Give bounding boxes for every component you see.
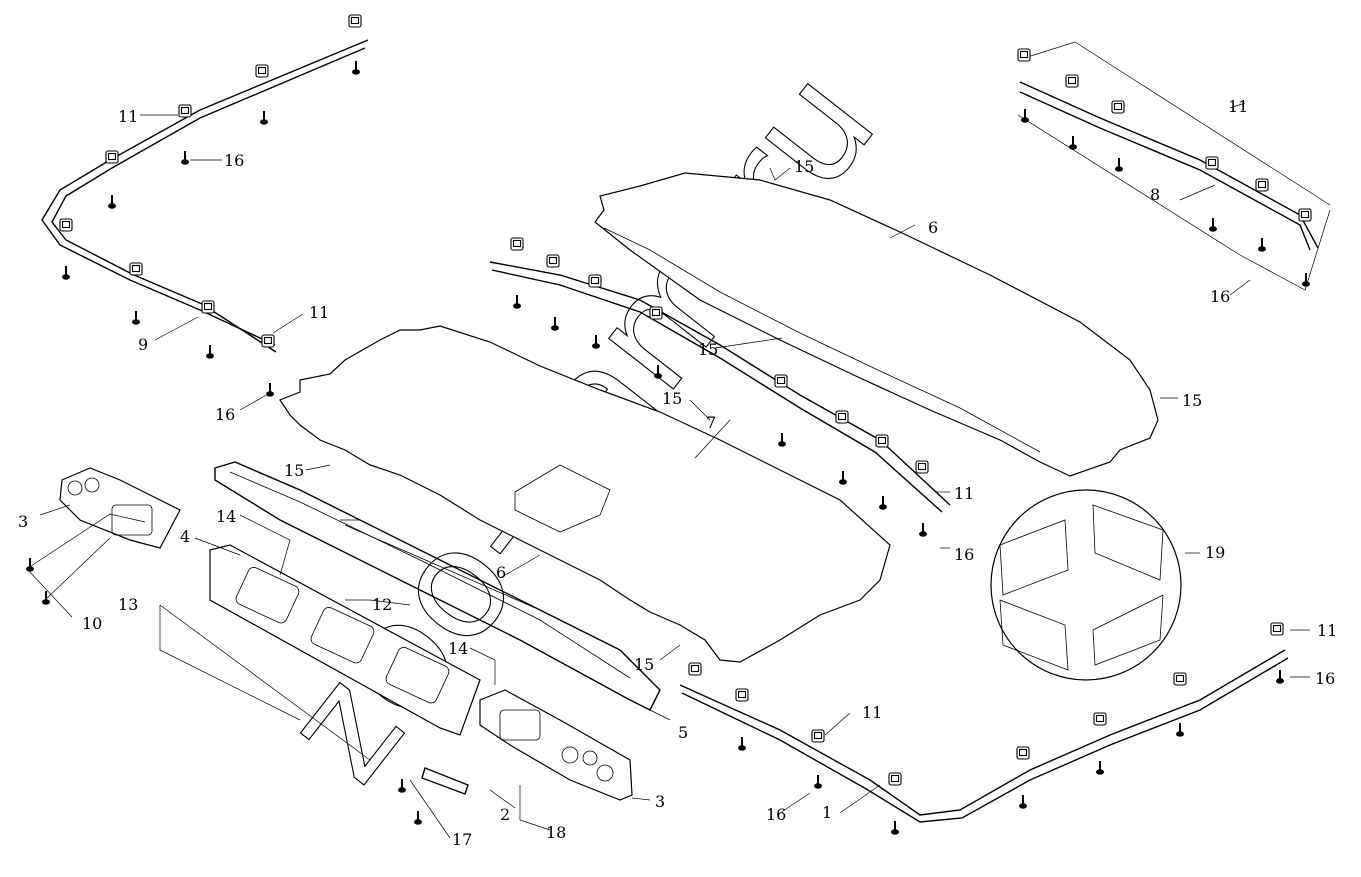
- callout-16-f: 16: [1315, 669, 1335, 688]
- rear-roof-rail: [1017, 41, 1331, 291]
- leader-lines: [27, 102, 1310, 839]
- callout-15-f: 15: [634, 655, 654, 674]
- callout-13: 13: [118, 595, 138, 614]
- callout-6-rear: 6: [928, 218, 938, 237]
- callout-16-d: 16: [1210, 287, 1230, 306]
- overhead-console-panel: [209, 544, 481, 736]
- callout-5: 5: [678, 723, 688, 742]
- callout-11-c: 11: [954, 484, 974, 503]
- callout-18: 18: [546, 823, 566, 842]
- sunvisor-bracket: [421, 767, 469, 795]
- callout-15-b: 15: [698, 340, 718, 359]
- callout-16-c: 16: [954, 545, 974, 564]
- callout-16-a: 16: [224, 151, 244, 170]
- callout-15-a: 15: [794, 157, 814, 176]
- callout-16-b: 16: [215, 405, 235, 424]
- callout-9: 9: [138, 335, 148, 354]
- callout-3-right: 3: [655, 792, 665, 811]
- callout-10: 10: [82, 614, 102, 633]
- callout-3-left: 3: [18, 512, 28, 531]
- rear-roof-panel: [594, 172, 1159, 477]
- callout-1: 1: [822, 803, 832, 822]
- callout-4: 4: [180, 527, 190, 546]
- overhead-console-left: [59, 467, 181, 549]
- callout-17: 17: [452, 830, 472, 849]
- callout-16-e: 16: [766, 805, 786, 824]
- overhead-console-right: [479, 689, 633, 801]
- callout-labels: 1 2 3 3 4 5 6 6 7 8 9 10 11 11 11 11 11 …: [18, 97, 1337, 849]
- callout-11-e: 11: [862, 703, 882, 722]
- callout-12: 12: [372, 595, 392, 614]
- callout-11-f: 11: [1317, 621, 1337, 640]
- callout-14-a: 14: [216, 507, 236, 526]
- detail-inset: [990, 489, 1182, 681]
- callout-15-e: 15: [284, 461, 304, 480]
- left-roof-rail: [41, 39, 369, 353]
- front-header-trim-strip: [214, 461, 661, 711]
- callout-6-front: 6: [496, 563, 506, 582]
- callout-11-a: 11: [118, 107, 138, 126]
- callout-19: 19: [1205, 543, 1225, 562]
- callout-15-c: 15: [662, 389, 682, 408]
- callout-14-b: 14: [448, 639, 468, 658]
- callout-7: 7: [706, 413, 716, 432]
- callout-2: 2: [500, 805, 510, 824]
- callout-11-d: 11: [1228, 97, 1248, 116]
- callout-11-b: 11: [309, 303, 329, 322]
- right-roof-rail: [679, 649, 1289, 823]
- front-roof-panel: [279, 325, 891, 663]
- callout-15-d: 15: [1182, 391, 1202, 410]
- callout-8: 8: [1150, 185, 1160, 204]
